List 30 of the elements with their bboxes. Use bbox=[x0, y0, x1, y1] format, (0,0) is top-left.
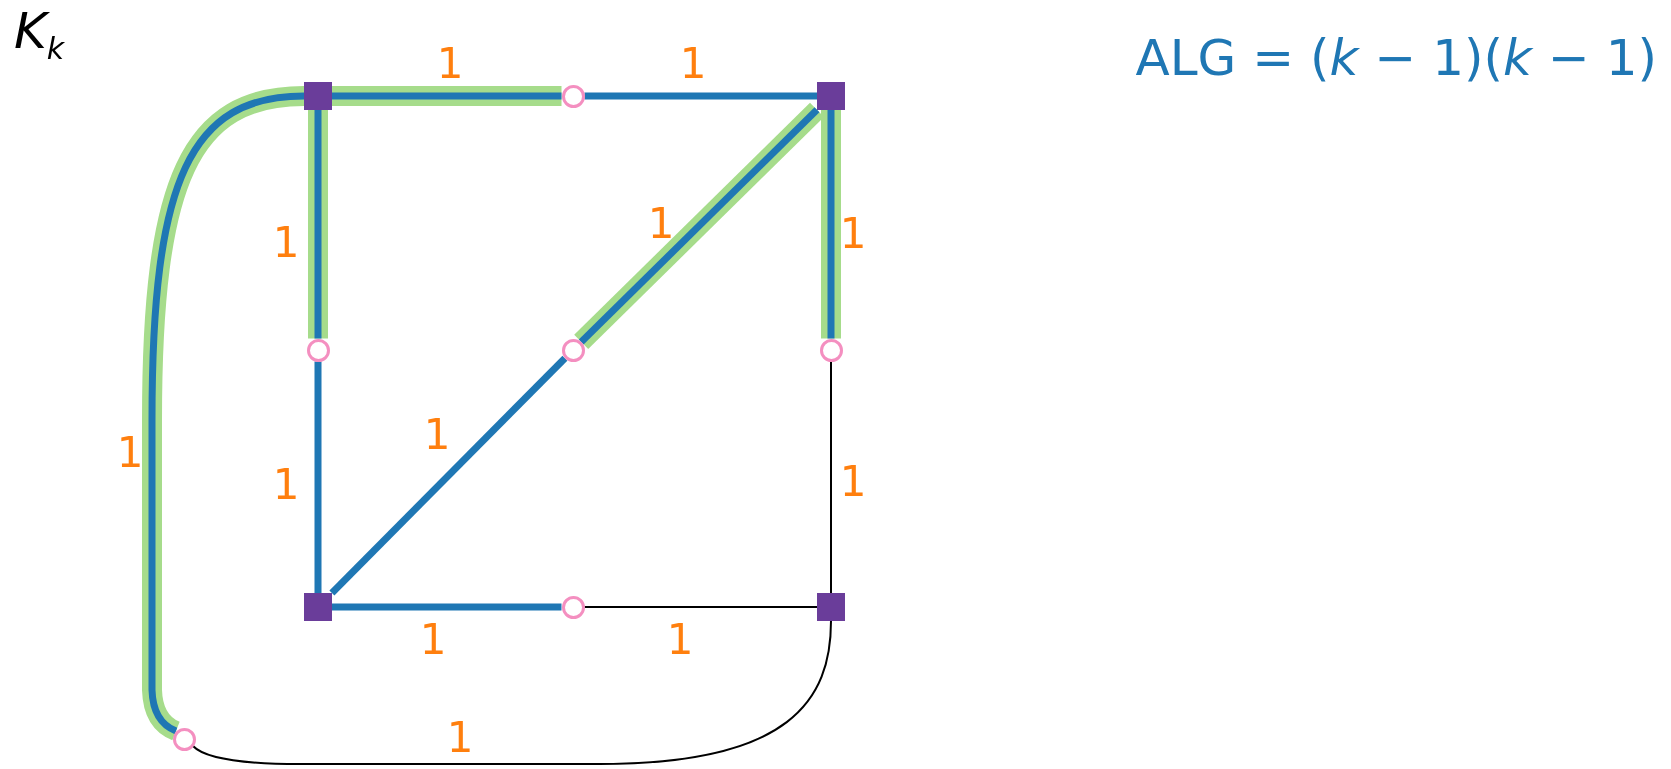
graph-edge bbox=[332, 603, 562, 611]
vertex-square bbox=[304, 593, 332, 621]
edge-label: 1 bbox=[679, 43, 707, 85]
edge-label: 1 bbox=[666, 619, 694, 661]
vertex-square bbox=[817, 593, 845, 621]
graph-edge bbox=[583, 606, 818, 608]
vertex-circle bbox=[819, 338, 843, 362]
vertex-circle bbox=[561, 595, 585, 619]
edge-label: 1 bbox=[839, 213, 867, 255]
graph-edge bbox=[329, 355, 568, 596]
vertex-square bbox=[304, 82, 332, 110]
edge-label: 1 bbox=[419, 619, 447, 661]
edge-label: 1 bbox=[423, 414, 451, 456]
edge-label: 1 bbox=[839, 461, 867, 503]
edge-label: 1 bbox=[272, 464, 300, 506]
edge-label: 1 bbox=[436, 43, 464, 85]
graph-edge bbox=[584, 92, 817, 100]
graph-edge bbox=[830, 360, 832, 594]
vertex-circle bbox=[172, 727, 196, 751]
graph-edge bbox=[192, 620, 832, 765]
vertex-circle bbox=[561, 338, 585, 362]
vertex-square bbox=[817, 82, 845, 110]
vertex-circle bbox=[561, 84, 585, 108]
formula-text: ALG = (k − 1)(k − 1) bbox=[1135, 28, 1657, 88]
graph-edge bbox=[314, 361, 322, 593]
graph-title: K$_{k}$ bbox=[14, 4, 65, 65]
edge-label: 1 bbox=[116, 432, 144, 474]
edge-label: 1 bbox=[272, 222, 300, 264]
vertex-circle bbox=[306, 338, 330, 362]
edge-label: 1 bbox=[446, 717, 474, 759]
